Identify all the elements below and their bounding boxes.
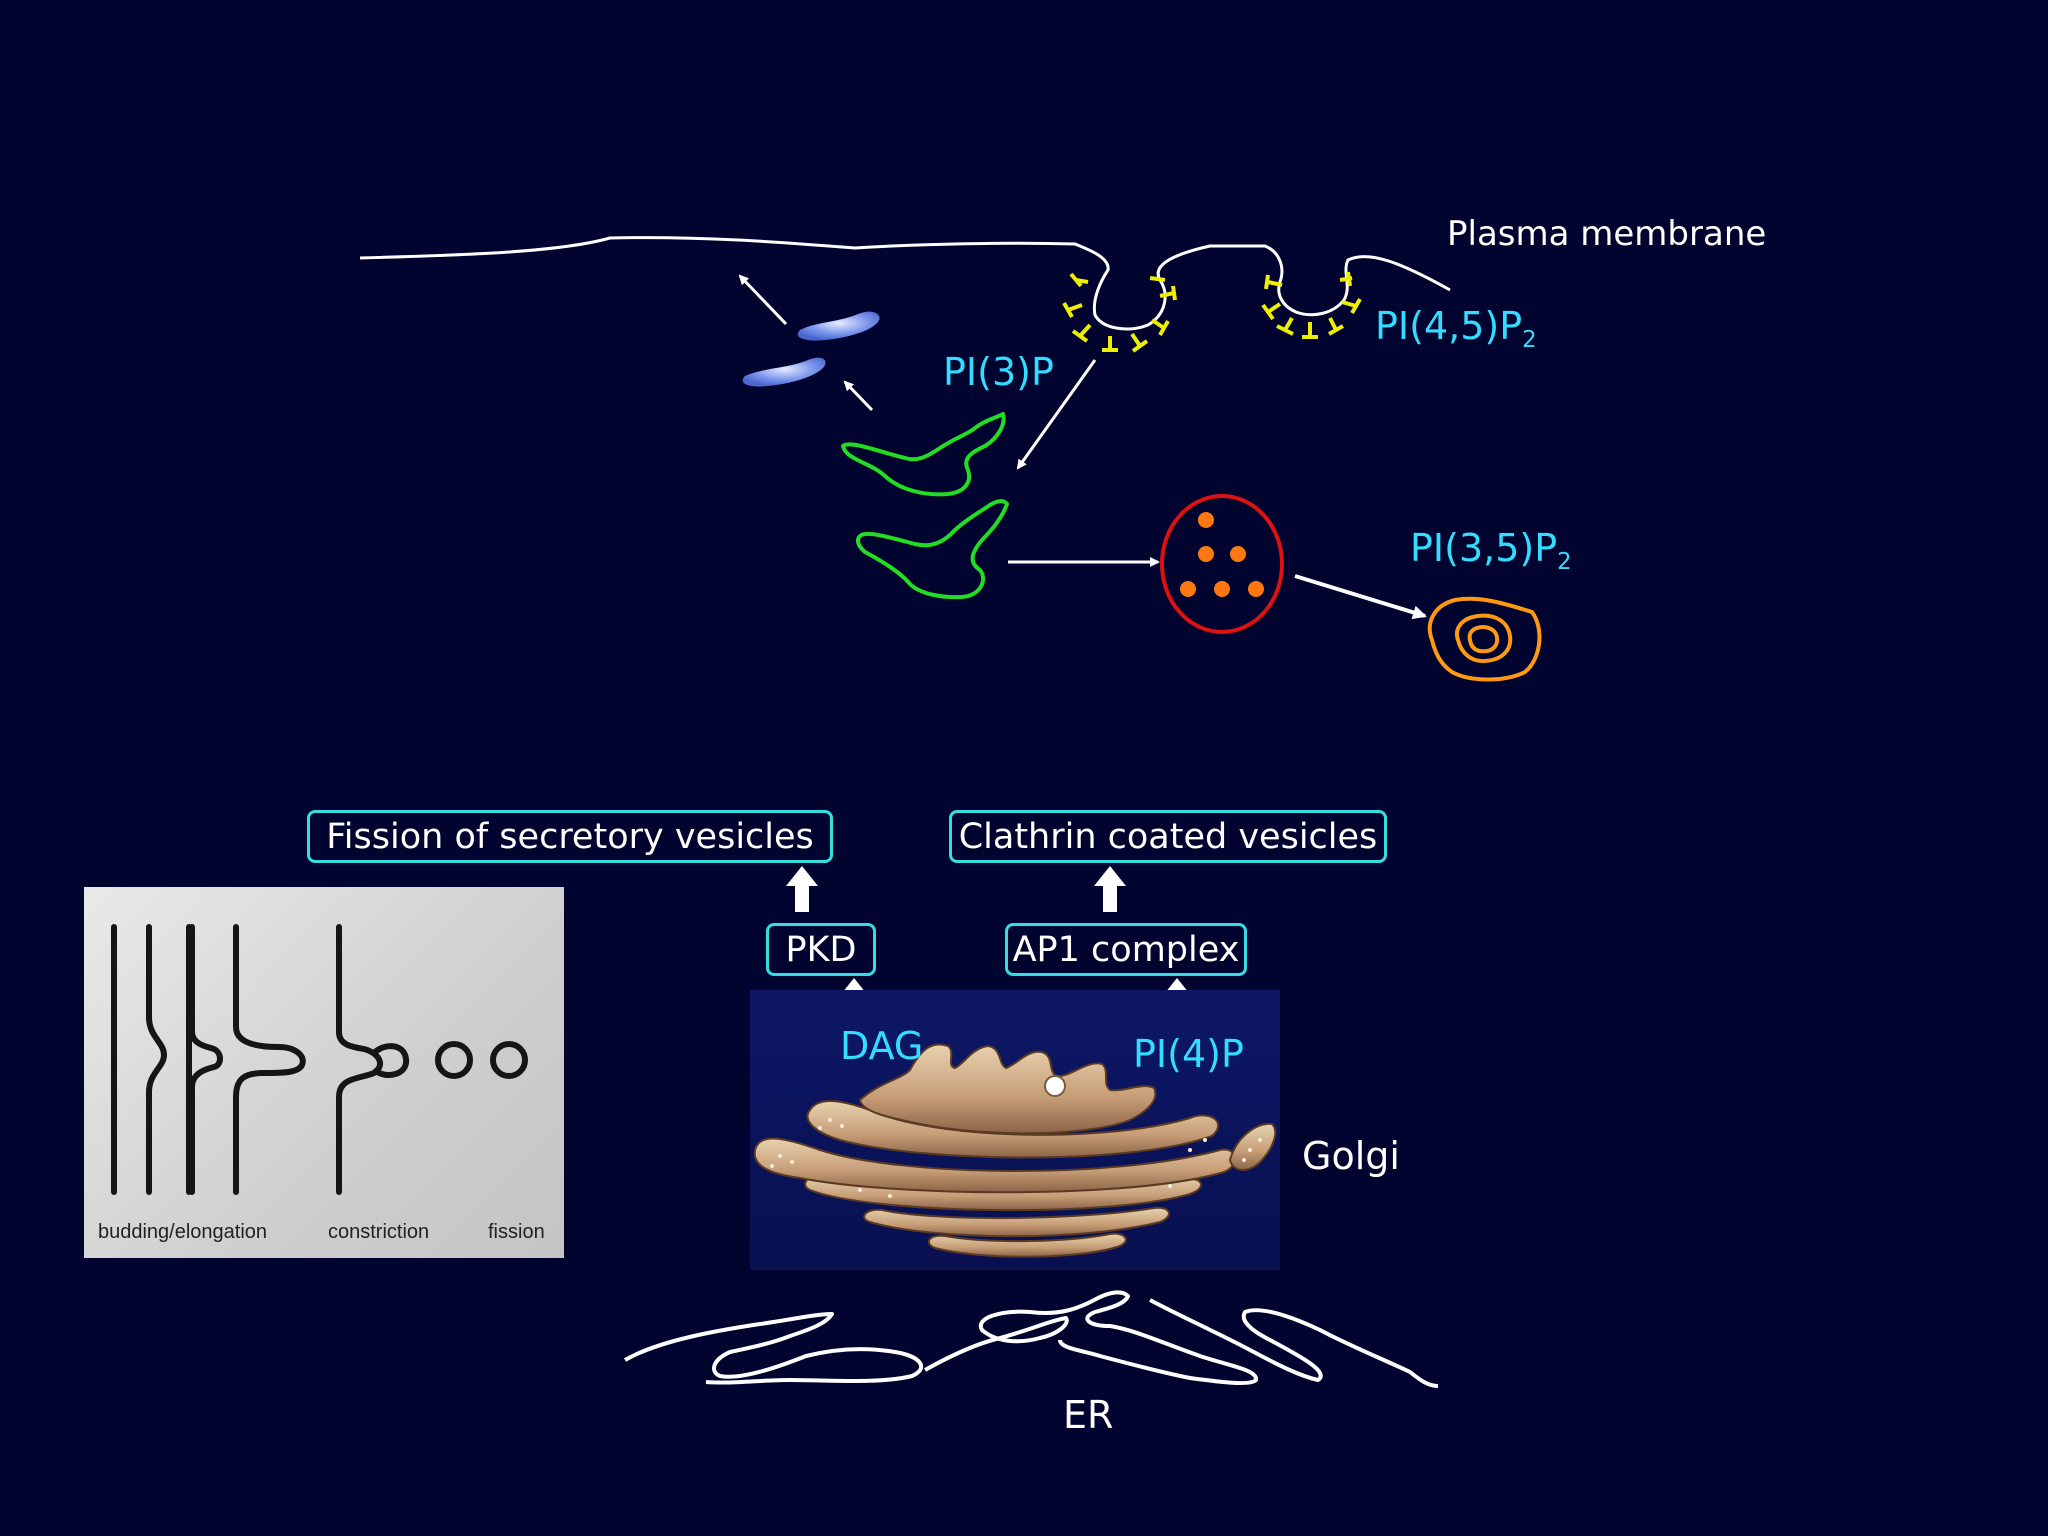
pi4p-label: PI(4)P (1133, 1032, 1244, 1076)
caption-budding: budding/elongation (98, 1221, 268, 1243)
caption-constriction: constriction (328, 1221, 430, 1243)
arrow-vesicle-to-pm (738, 274, 788, 326)
secretory-vesicle-2 (742, 357, 826, 387)
secretory-vesicle-1 (797, 311, 880, 341)
early-endosome-1 (841, 412, 1006, 497)
clathrin-coat-pit1 (1062, 272, 1177, 353)
fission-stages-panel: budding/elongation constriction fission (84, 887, 564, 1258)
pi3p-label: PI(3)P (943, 350, 1054, 394)
pkd-box: PKD (766, 923, 876, 976)
clathrin-coat-pit2 (1261, 271, 1362, 339)
golgi-stack-illustration (753, 1043, 1277, 1258)
arrow-pit-to-endosome (1016, 359, 1097, 470)
dag-label: DAG (840, 1024, 924, 1068)
multivesicular-body (1160, 494, 1284, 634)
ap1-complex-box: AP1 complex (1005, 923, 1247, 976)
golgi-illustration-panel (750, 990, 1280, 1270)
caption-fission: fission (488, 1221, 545, 1243)
fission-stages-drawing (111, 924, 528, 1195)
pi35p2-label: PI(3,5)P2 (1410, 526, 1572, 575)
plasma-membrane-line (359, 236, 1451, 331)
plasma-membrane-label: Plasma membrane (1447, 214, 1767, 254)
pi45p2-label: PI(4,5)P2 (1375, 304, 1537, 353)
arrow-mvb-to-lysosome (1294, 574, 1427, 620)
arrow-endosome-to-vesicle (843, 380, 874, 412)
clathrin-coated-vesicles-box: Clathrin coated vesicles (949, 810, 1387, 863)
fission-secretory-vesicles-box: Fission of secretory vesicles (307, 810, 833, 863)
lysosome (1427, 596, 1542, 682)
golgi-label: Golgi (1302, 1134, 1400, 1178)
endoplasmic-reticulum (624, 1290, 1439, 1388)
er-label: ER (1063, 1393, 1114, 1437)
early-endosome-2 (855, 499, 1009, 600)
